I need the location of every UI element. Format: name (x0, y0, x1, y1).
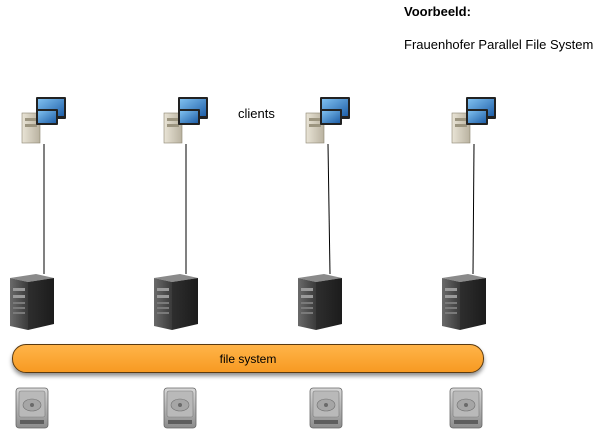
hard-disk-icon (163, 387, 197, 429)
server-tower-icon (10, 274, 54, 330)
diagram-title: Voorbeeld: (404, 4, 471, 19)
computer-icon (21, 97, 66, 144)
computer-icon (163, 97, 208, 144)
hard-disk-icon (309, 387, 343, 429)
hard-disk-icon (449, 387, 483, 429)
computer-icon (305, 97, 350, 144)
connector-line-3 (327, 143, 331, 275)
server-tower-icon (442, 274, 486, 330)
hard-disk-icon (15, 387, 49, 429)
clients-label: clients (238, 106, 275, 121)
server-tower-icon (298, 274, 342, 330)
file-system-bar: file system (12, 344, 484, 373)
computer-icon (451, 97, 496, 144)
diagram-subtitle: Frauenhofer Parallel File System (404, 37, 594, 52)
connector-line-4 (472, 143, 475, 275)
file-system-label: file system (219, 351, 277, 366)
server-tower-icon (154, 274, 198, 330)
